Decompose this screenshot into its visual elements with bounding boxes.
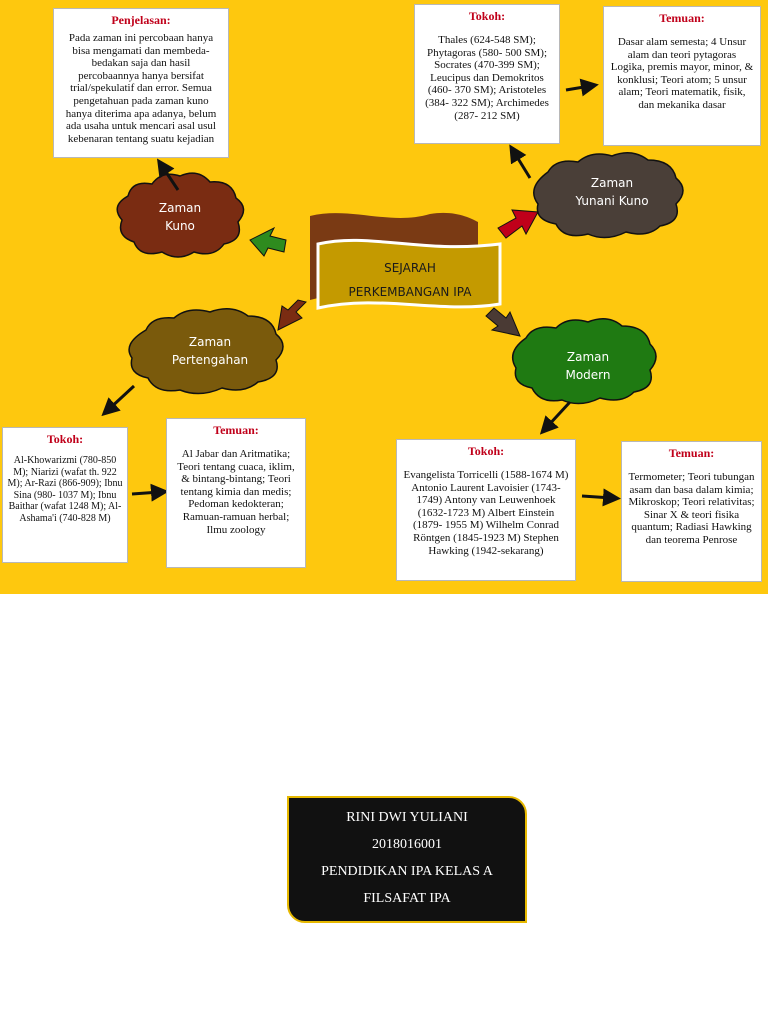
arrow-pertengahan-tokoh-to-temuan [131, 483, 169, 502]
pertengahan-tokoh-box: Tokoh: Al-Khowarizmi (780-850 M); Niariz… [2, 427, 128, 563]
penjelasan-box: Penjelasan: Pada zaman ini percobaan han… [53, 8, 229, 158]
modern-temuan-heading: Temuan: [668, 446, 715, 460]
modern-tokoh-text: Evangelista Torricelli (1588-1674 M) Ant… [403, 469, 569, 557]
pertengahan-tokoh-heading: Tokoh: [46, 432, 84, 446]
author-name: RINI DWI YULIANI [346, 810, 468, 825]
modern-tokoh-box: Tokoh: Evangelista Torricelli (1588-1674… [396, 439, 576, 581]
cloud-zaman-yunani-kuno[interactable] [533, 152, 684, 239]
block-arrow-pertengahan [277, 299, 307, 331]
author-card: RINI DWI YULIANI 2018016001 PENDIDIKAN I… [287, 796, 527, 923]
arrow-yunani-tokoh-to-temuan [565, 78, 599, 97]
label-zaman-kuno: Zaman Kuno [138, 199, 222, 235]
yunani-tokoh-text: Thales (624-548 SM); Phytagoras (580- 50… [425, 34, 549, 122]
penjelasan-heading: Penjelasan: [111, 13, 171, 27]
yunani-temuan-box: Temuan: Dasar alam semesta; 4 Unsur alam… [603, 6, 761, 146]
arrow-modern-to-tokoh [539, 400, 572, 435]
label-zaman-yunani-line2: Yunani Kuno [575, 194, 649, 208]
label-zaman-modern-line2: Modern [565, 368, 611, 382]
yunani-tokoh-box: Tokoh: Thales (624-548 SM); Phytagoras (… [414, 4, 560, 144]
pertengahan-tokoh-text: Al-Khowarizmi (780-850 M); Niarizi (wafa… [7, 455, 123, 524]
penjelasan-text: Pada zaman ini percobaan hanya bisa meng… [65, 32, 217, 145]
modern-temuan-box: Temuan: Termometer; Teori tubungan asam … [621, 441, 762, 582]
cloud-zaman-kuno[interactable] [116, 172, 245, 258]
label-zaman-pertengahan-line1: Zaman [188, 335, 232, 349]
label-zaman-kuno-line2: Kuno [165, 219, 195, 233]
cloud-zaman-pertengahan[interactable] [128, 308, 284, 395]
mind-map-graphics [101, 78, 684, 507]
yunani-temuan-heading: Temuan: [659, 11, 705, 25]
label-zaman-yunani-line1: Zaman [590, 176, 634, 190]
cloud-zaman-modern[interactable] [511, 318, 657, 405]
arrow-pertengahan-to-tokoh [101, 384, 136, 417]
block-arrow-modern [485, 307, 521, 337]
label-zaman-modern: Zaman Modern [536, 348, 640, 384]
yunani-tokoh-heading: Tokoh: [468, 9, 506, 23]
label-zaman-pertengahan: Zaman Pertengahan [152, 333, 268, 369]
central-title-line1: SEJARAH [384, 261, 436, 275]
central-title-line2: PERKEMBANGAN IPA [348, 285, 472, 299]
pertengahan-temuan-heading: Temuan: [213, 423, 259, 437]
arrow-modern-tokoh-to-temuan [581, 488, 621, 507]
arrow-kuno-to-penjelasan [157, 158, 180, 191]
pertengahan-temuan-text: Al Jabar dan Aritmatika; Teori tentang c… [177, 448, 295, 536]
modern-temuan-text: Termometer; Teori tubungan asam dan basa… [628, 471, 755, 546]
label-zaman-yunani-kuno: Zaman Yunani Kuno [556, 174, 668, 210]
yunani-temuan-text: Dasar alam semesta; 4 Unsur alam dan teo… [610, 36, 754, 111]
modern-tokoh-heading: Tokoh: [467, 444, 505, 458]
label-zaman-pertengahan-line2: Pertengahan [171, 353, 249, 367]
pertengahan-temuan-box: Temuan: Al Jabar dan Aritmatika; Teori t… [166, 418, 306, 568]
central-banner [310, 212, 502, 310]
author-course: FILSAFAT IPA [363, 891, 451, 906]
block-arrow-kuno [249, 226, 287, 257]
arrow-yunani-to-tokoh [509, 144, 532, 179]
label-zaman-modern-line1: Zaman [566, 350, 610, 364]
author-class: PENDIDIKAN IPA KELAS A [321, 864, 493, 879]
block-arrow-yunani [497, 209, 539, 239]
label-zaman-kuno-line1: Zaman [158, 201, 202, 215]
central-title: SEJARAH PERKEMBANGAN IPA [330, 256, 490, 304]
author-nim: 2018016001 [372, 837, 442, 852]
